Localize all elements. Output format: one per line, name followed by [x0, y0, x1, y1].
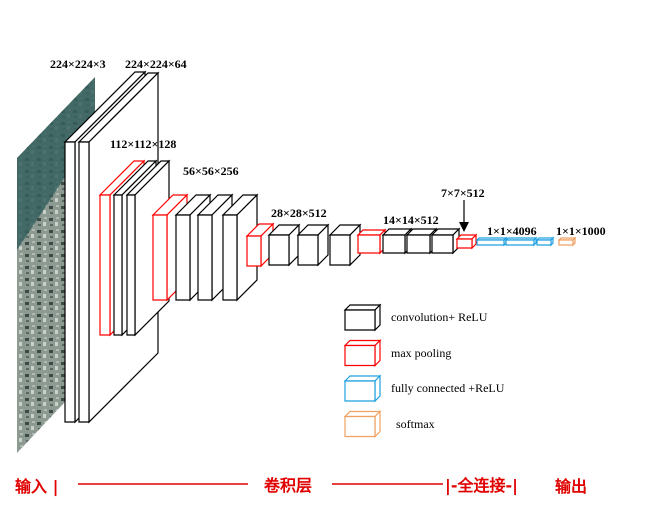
pool5-block: [455, 233, 478, 250]
layer-blocks: [63, 70, 577, 424]
label-fc: 1×1×4096: [487, 224, 537, 238]
legend-label-softmax: softmax: [396, 417, 435, 431]
label-conv2: 112×112×128: [110, 137, 176, 151]
fc8-block: [535, 236, 555, 247]
stage-input: 输入 |: [15, 477, 58, 497]
label-conv3: 56×56×256: [183, 164, 239, 178]
stage-fc: |-全连接-|: [445, 476, 518, 496]
legend-swatch-softmax: [343, 410, 382, 438]
fc6-block: [475, 236, 508, 247]
label-pool5: 7×7×512: [441, 186, 485, 200]
arrow-head: [459, 222, 469, 232]
pool4-block: [356, 228, 387, 255]
legend-label-pool: max pooling: [391, 346, 451, 360]
legend-swatch-fc: [343, 374, 382, 403]
label-conv5: 14×14×512: [383, 213, 439, 227]
legend-swatch-conv: [343, 303, 382, 332]
conv5-3-block: [430, 227, 461, 255]
stage-output: 输出: [555, 477, 587, 496]
conv4-1-block: [267, 223, 301, 267]
label-softmax: 1×1×1000: [556, 224, 606, 238]
fc7-block: [504, 236, 538, 247]
stage-conv: 卷积层: [263, 476, 312, 495]
label-conv1: 224×224×64: [125, 57, 187, 71]
conv4-3-block: [328, 223, 362, 267]
legend: [343, 303, 382, 438]
conv4-2-block: [296, 223, 330, 267]
legend-swatch-pool: [343, 339, 382, 367]
softmax-block: [557, 236, 577, 247]
label-input: 224×224×3: [50, 57, 106, 71]
legend-label-conv: convolution+ ReLU: [391, 310, 488, 324]
label-conv4: 28×28×512: [271, 206, 327, 220]
legend-label-fc: fully connected +ReLU: [391, 381, 505, 395]
